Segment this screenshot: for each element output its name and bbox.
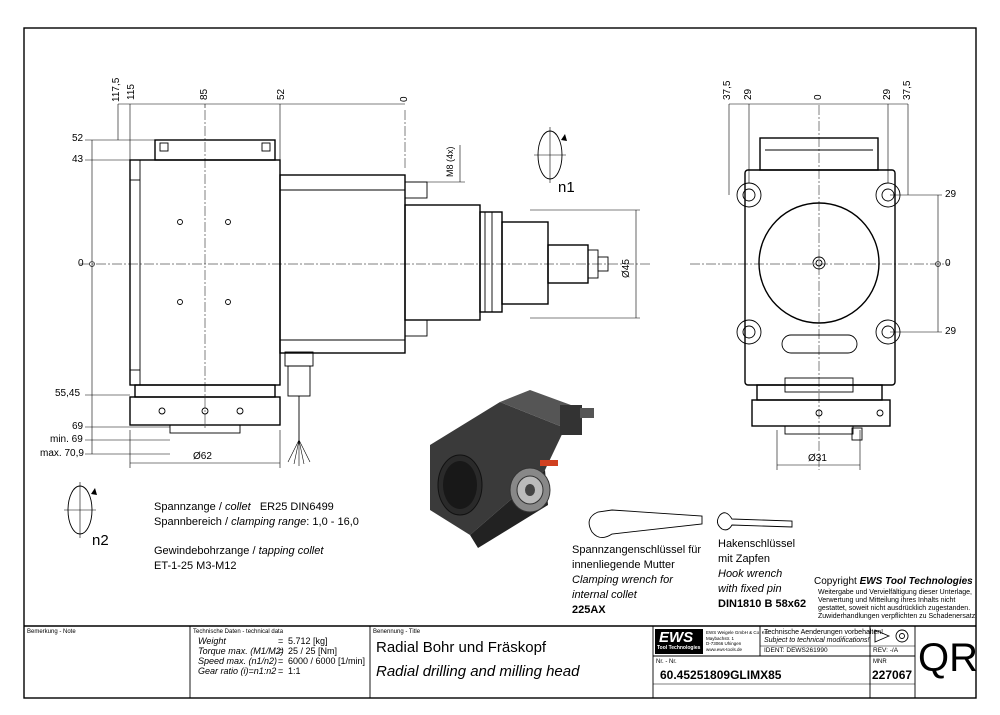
spec-collet: Spannzange / collet ER25 DIN6499 [154,501,334,513]
dim-r-side-29-top: 29 [945,189,957,200]
copyright-title: Copyright EWS Tool Technologies [814,576,973,587]
dim-thread-m8: M8 (4x) [445,146,455,177]
hook-wrench-icon [717,512,793,531]
tech-data-labels: Weight Torque max. (M1/M2) Speed max. (n… [198,636,284,676]
mnr-label: MNR [873,659,887,665]
side-view [80,103,650,468]
dim-side-55-45: 55,45 [55,388,81,399]
dim-115: 115 [126,84,137,100]
change-note: Technische Aenderungen vorbehalten! Subj… [764,629,884,644]
dim-r-diameter-31: Ø31 [808,453,827,464]
title-block-frame [24,625,976,698]
dim-side-69: 69 [72,421,84,432]
dim-r-side-0: 0 [945,258,951,269]
title-de: Radial Bohr und Fräskopf [376,639,547,656]
remark-label: Bemerkung - Note [27,629,76,635]
spec-clamping-range: Spannbereich / clamping range: 1,0 - 16,… [154,516,359,528]
wrench2-text: Hakenschlüssel mit Zapfen Hook wrench wi… [718,538,807,610]
spec-tapping-collet: Gewindebohrzange / tapping collet [154,545,324,557]
dim-r-37-5-right: 37,5 [902,80,913,100]
drawing-frame [23,27,977,699]
company-address: EWS Weigele GmbH & Co. KG Maybachstr. 1 … [706,630,769,652]
ident-number: IDENT: DEWS261990 [764,647,828,654]
dim-r-0: 0 [813,94,824,100]
dim-side-min-69: min. 69 [50,434,83,445]
part-number: 60.45251809GLIMX85 [660,668,782,682]
title-en: Radial drilling and milling head [376,663,580,680]
qr-label: QR [918,636,978,680]
dim-52: 52 [276,88,287,100]
dim-r-side-29-bottom: 29 [945,326,957,337]
ews-logo-sub: Tool Technologies [657,645,701,651]
dim-side-max-70-9: max. 70,9 [40,448,84,459]
tech-data-equals: ==== [278,636,284,676]
dim-117-5: 117,5 [111,77,122,102]
front-view [690,103,950,470]
dim-side-52: 52 [72,133,84,144]
dim-diameter-62: Ø62 [193,451,212,462]
copyright-notice: Weitergabe und Vervielfältigung dieser U… [818,589,978,620]
dim-r-29-right: 29 [882,88,893,100]
rotation-label-n2: n2 [92,532,109,549]
dim-side-43: 43 [72,154,84,165]
rotation-symbol-n2 [64,482,97,538]
tech-data-values: 5.712 [kg] 25 / 25 [Nm] 6000 / 6000 [1/m… [288,636,366,676]
dim-r-37-5-left: 37,5 [722,80,733,100]
nr-label: Nr. - Nr. [656,659,677,665]
dim-side-0: 0 [78,258,84,269]
mnr-number: 227067 [872,668,913,682]
rotation-label-n1: n1 [558,179,575,196]
title-label: Benennung - Title [373,629,421,635]
wrench1-text: Spannzangenschlüssel für innenliegende M… [572,544,702,616]
dim-85: 85 [199,88,210,100]
dim-r-29-left: 29 [743,88,754,100]
spec-tapping-range: ET-1-25 M3-M12 [154,560,237,572]
dim-diameter-45: Ø45 [621,259,632,278]
tech-data-label: Technische Daten - technical data [193,629,284,635]
clamping-wrench-icon [588,509,703,538]
rotation-symbol-n1 [534,127,567,183]
revision: REV: -/A [873,647,899,654]
ews-logo: EWS [659,629,694,646]
dim-0: 0 [399,96,410,102]
product-render [430,390,594,548]
